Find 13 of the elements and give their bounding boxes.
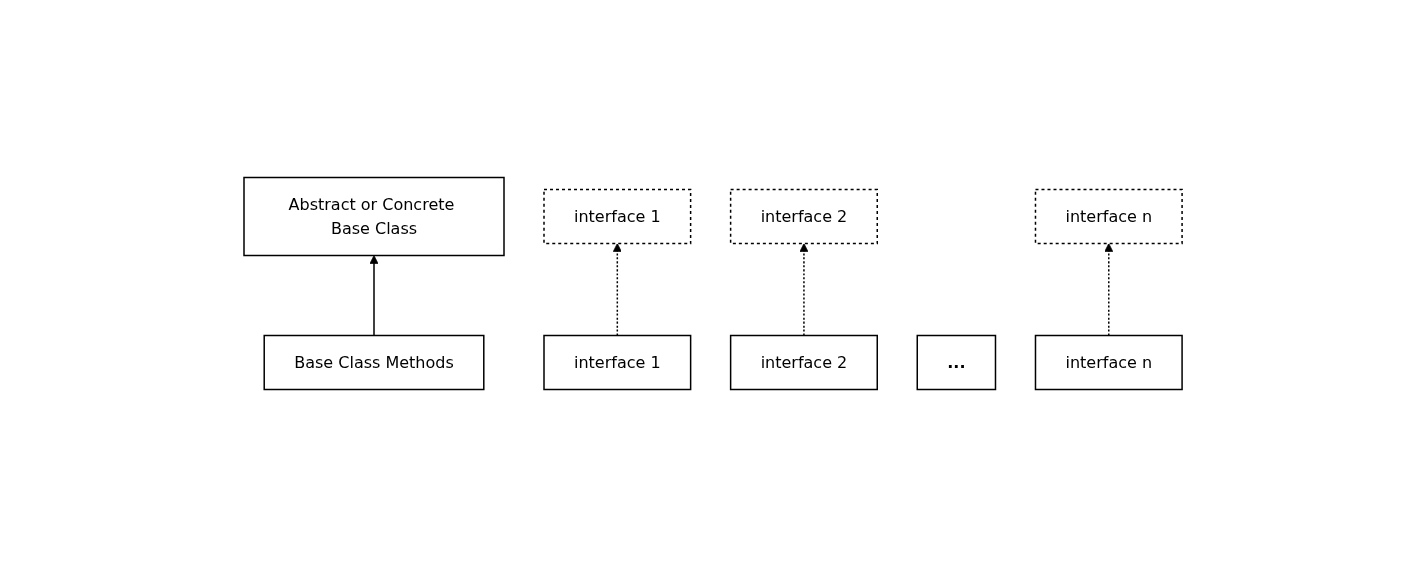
node-box: interface 1 [543, 188, 692, 245]
arrow [613, 243, 623, 337]
node-box: interface n [1035, 334, 1184, 391]
node-box: Base Class Methods [263, 334, 485, 391]
node-box: interface 2 [730, 188, 879, 245]
node-box: Abstract or Concrete Base Class [243, 176, 506, 257]
node-box: interface n [1035, 188, 1184, 245]
arrow [800, 243, 809, 337]
arrow [1104, 243, 1114, 337]
node-box: interface 1 [543, 334, 692, 391]
node-box: ... [916, 334, 997, 391]
arrow [370, 255, 379, 337]
node-box: interface 2 [730, 334, 879, 391]
